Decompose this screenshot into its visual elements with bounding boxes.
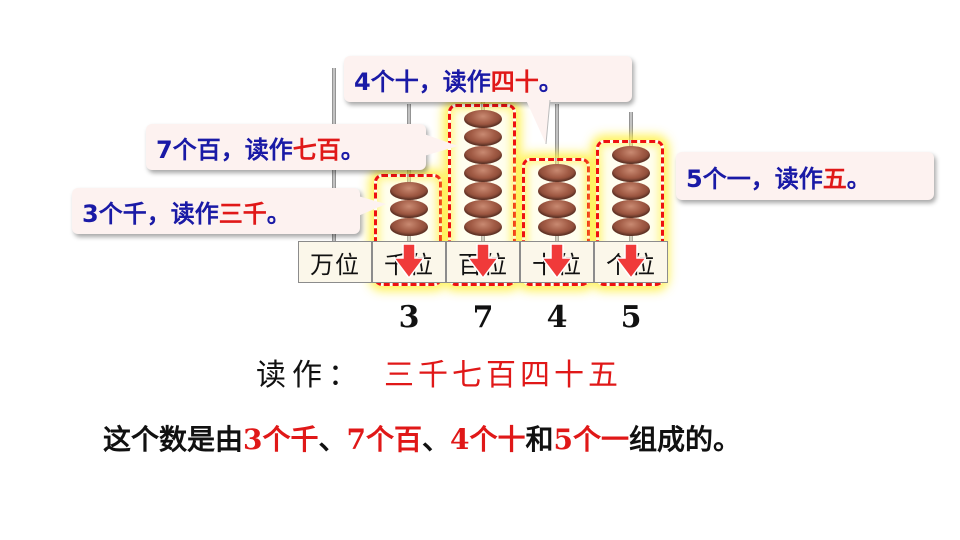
sentence-highlight: 4个十: [450, 423, 526, 456]
callout-thousands-red: 三千: [218, 199, 267, 228]
digit-thousands: 3: [398, 300, 420, 335]
down-arrow-icon: [468, 244, 498, 278]
rod-thousands: [407, 104, 411, 242]
bead: [464, 218, 502, 236]
down-arrow-icon: [394, 244, 424, 278]
sentence-part: 、: [318, 423, 347, 456]
down-arrow-icon: [542, 244, 572, 278]
bead: [390, 218, 428, 236]
callout-ones-red: 五: [822, 164, 847, 193]
callout-thousands-tail: [358, 196, 386, 216]
callout-tens-tail: [526, 100, 551, 145]
callout-hundreds-pre: 7个百，读作: [156, 135, 293, 164]
bead: [390, 182, 428, 200]
callout-thousands: 3个千，读作三千。: [72, 188, 360, 234]
sentence-highlight: 3个千: [243, 423, 319, 456]
bead: [464, 110, 502, 128]
callout-ones: 5个一，读作五。: [676, 152, 934, 200]
sentence-part: 这个数是由: [103, 423, 244, 456]
down-arrow-icon: [616, 244, 646, 278]
callout-tens-post: 。: [538, 67, 563, 96]
sentence-highlight: 5个一: [553, 423, 629, 456]
callout-ones-pre: 5个一，读作: [686, 164, 823, 193]
digit-tens: 4: [546, 300, 568, 335]
callout-thousands-post: 。: [266, 199, 291, 228]
bead: [612, 182, 650, 200]
callout-hundreds-tail: [424, 134, 458, 156]
sentence-part: 组成的。: [629, 423, 742, 456]
bead: [464, 182, 502, 200]
summary-sentence: 这个数是由3个千、7个百、4个十和5个一组成的。: [103, 418, 741, 458]
sentence-part: 、: [422, 423, 451, 456]
bead: [612, 146, 650, 164]
bead: [464, 164, 502, 182]
digit-hundreds: 7: [472, 300, 494, 335]
bead: [612, 200, 650, 218]
callout-hundreds-red: 七百: [292, 135, 341, 164]
callout-ones-post: 。: [846, 164, 871, 193]
callout-hundreds: 7个百，读作七百。: [146, 124, 426, 170]
bead: [612, 218, 650, 236]
callout-tens-red: 四十: [490, 67, 539, 96]
callout-tens: 4个十，读作四十。: [344, 56, 632, 102]
callout-tens-pre: 4个十，读作: [354, 67, 491, 96]
bead: [464, 200, 502, 218]
bead: [464, 146, 502, 164]
bead: [538, 182, 576, 200]
sentence-part: 和: [525, 423, 554, 456]
sentence-highlight: 7个百: [346, 423, 422, 456]
reading-label: 读作：: [256, 358, 364, 393]
place-label-ten-thousands: 万位: [298, 241, 372, 283]
callout-thousands-pre: 3个千，读作: [82, 199, 219, 228]
callout-hundreds-post: 。: [340, 135, 365, 164]
digit-ones: 5: [620, 300, 642, 335]
bead: [538, 218, 576, 236]
bead: [390, 200, 428, 218]
bead: [464, 128, 502, 146]
bead: [538, 164, 576, 182]
bead: [612, 164, 650, 182]
bead: [538, 200, 576, 218]
reading-value: 三千七百四十五: [384, 358, 622, 393]
